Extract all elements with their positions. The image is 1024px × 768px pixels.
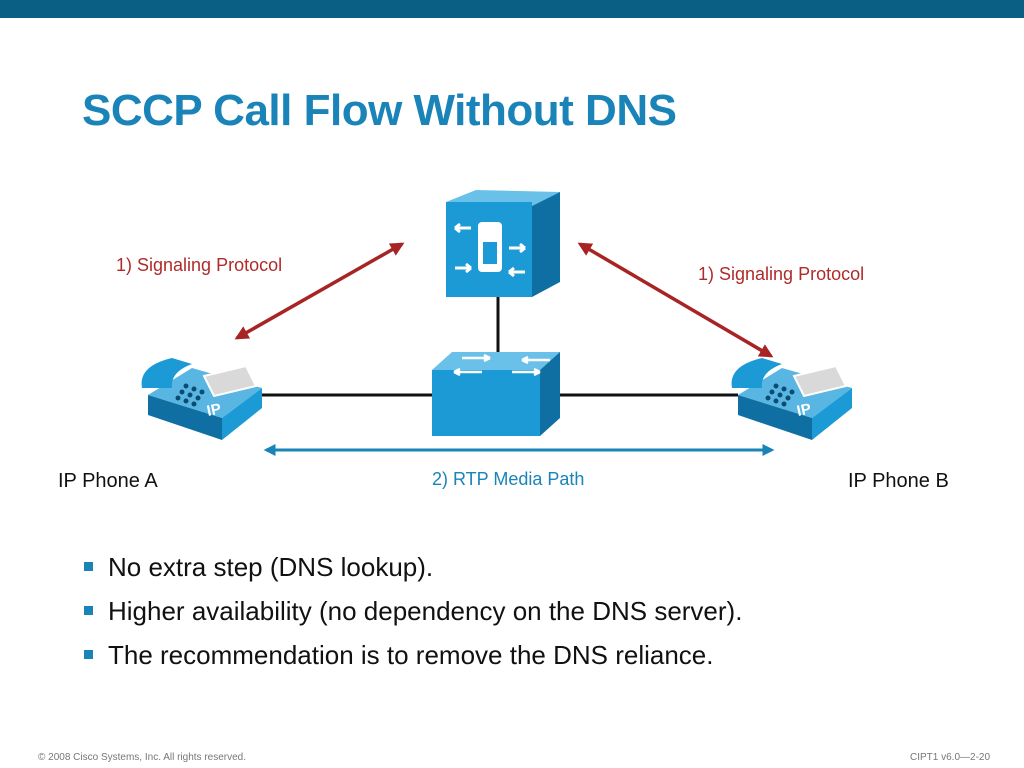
slide-title: SCCP Call Flow Without DNS <box>82 86 677 135</box>
rtp-media-label: 2) RTP Media Path <box>432 469 585 489</box>
ip-phone-a-icon: IP <box>141 358 262 440</box>
signaling-label-left: 1) Signaling Protocol <box>116 255 283 275</box>
signaling-label-right: 1) Signaling Protocol <box>698 264 865 284</box>
bullet-list: No extra step (DNS lookup). Higher avail… <box>84 550 742 682</box>
ip-phone-b-icon: IP <box>731 358 852 440</box>
phone-b-badge: IP <box>795 400 812 420</box>
bullet-square-icon <box>84 650 93 659</box>
signaling-arrow-right <box>577 242 774 358</box>
network-links <box>258 285 738 397</box>
phone-a-label: IP Phone A <box>58 470 158 492</box>
bullet-square-icon <box>84 606 93 615</box>
switch-icon <box>432 352 560 436</box>
call-manager-icon <box>446 190 560 297</box>
bullet-item: The recommendation is to remove the DNS … <box>84 638 742 682</box>
signaling-arrow-left <box>234 242 405 340</box>
phone-a-badge: IP <box>205 400 222 420</box>
network-diagram: IP IP <box>141 190 852 456</box>
phone-b-label: IP Phone B <box>848 470 949 492</box>
bullet-item: Higher availability (no dependency on th… <box>84 594 742 638</box>
footer-course-id: CIPT1 v6.0—2-20 <box>910 752 991 763</box>
top-bar <box>0 0 1024 18</box>
footer-copyright: © 2008 Cisco Systems, Inc. All rights re… <box>38 752 247 763</box>
bullet-item: No extra step (DNS lookup). <box>84 550 742 594</box>
bullet-square-icon <box>84 562 93 571</box>
